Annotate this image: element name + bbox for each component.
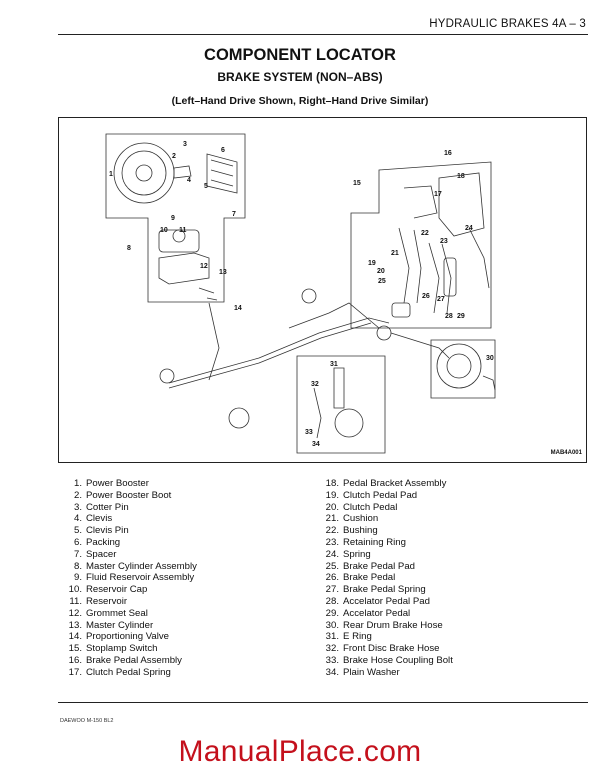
legend-item: 9.Fluid Reservoir Assembly xyxy=(73,572,195,584)
callout-3: 3 xyxy=(183,141,187,148)
legend-item: 10.Reservoir Cap xyxy=(68,584,148,596)
callout-10: 10 xyxy=(160,227,168,234)
page-subtitle: BRAKE SYSTEM (NON–ABS) xyxy=(217,70,383,84)
legend-item: 26.Brake Pedal xyxy=(325,572,396,584)
legend-item: 18.Pedal Bracket Assembly xyxy=(325,478,447,489)
callout-1: 1 xyxy=(109,171,113,178)
legend-item: 29.Accelator Pedal xyxy=(325,607,411,619)
legend-item: 20.Clutch Pedal xyxy=(325,501,398,513)
callout-2: 2 xyxy=(172,153,176,160)
callout-12: 12 xyxy=(200,263,208,270)
header-title: HYDRAULIC BRAKES 4A – 3 xyxy=(429,18,586,30)
front-strut-panel-outline xyxy=(296,355,386,454)
legend-item: 13.Master Cylinder xyxy=(68,619,154,631)
legend-item: 27.Brake Pedal Spring xyxy=(325,584,426,596)
component-diagram: 1 2 3 4 5 6 7 8 9 10 11 12 13 14 15 16 1… xyxy=(58,117,587,463)
legend-item: 32.Front Disc Brake Hose xyxy=(325,643,440,655)
page-note: (Left–Hand Drive Shown, Right–Hand Drive… xyxy=(171,95,429,107)
callout-32: 32 xyxy=(311,381,319,388)
legend-item: 14.Proportioning Valve xyxy=(68,631,170,643)
front-strut-drawing xyxy=(333,367,345,409)
legend-item: 16.Brake Pedal Assembly xyxy=(68,654,182,666)
legend-item: 4.Clevis xyxy=(73,513,113,525)
callout-26: 26 xyxy=(422,293,430,300)
legend-item: 25.Brake Pedal Pad xyxy=(325,560,415,572)
legend-item: 8.Master Cylinder Assembly xyxy=(73,560,197,572)
callout-6: 6 xyxy=(221,147,225,154)
callout-28: 28 xyxy=(445,313,453,320)
callout-34: 34 xyxy=(312,441,320,448)
legend-item: 12.Grommet Seal xyxy=(68,607,148,619)
callout-19: 19 xyxy=(368,260,376,267)
legend-item: 6.Packing xyxy=(73,536,121,548)
callout-7: 7 xyxy=(232,211,236,218)
callout-11: 11 xyxy=(179,227,187,234)
header-rule xyxy=(58,34,588,35)
legend-item: 22.Bushing xyxy=(325,525,378,537)
callout-9: 9 xyxy=(171,215,175,222)
legend-item: 3.Cotter Pin xyxy=(73,501,129,513)
legend-item: 11.Reservoir xyxy=(69,595,128,607)
callout-17: 17 xyxy=(434,191,442,198)
legend-item: 23.Retaining Ring xyxy=(325,536,406,548)
legend-right-column: 18.Pedal Bracket Assembly 19.Clutch Peda… xyxy=(321,478,581,679)
watermark-link[interactable]: ManualPlace.com xyxy=(178,735,422,768)
legend-item: 17.Clutch Pedal Spring xyxy=(68,666,171,678)
callout-22: 22 xyxy=(421,230,429,237)
legend-item: 21.Cushion xyxy=(325,513,379,525)
callout-13: 13 xyxy=(219,269,227,276)
callout-20: 20 xyxy=(377,268,385,275)
legend-item: 34.Plain Washer xyxy=(325,666,400,678)
legend-item: 1.Power Booster xyxy=(73,478,149,489)
legend-item: 7.Spacer xyxy=(73,548,117,560)
legend-item: 5.Clevis Pin xyxy=(73,525,129,537)
legend-item: 24.Spring xyxy=(325,548,371,560)
figure-code: MAB4A001 xyxy=(550,450,582,456)
legend-item: 33.Brake Hose Coupling Bolt xyxy=(325,654,453,666)
master-cylinder-drawing xyxy=(158,252,210,285)
brake-system-illustration: 1 2 3 4 5 6 7 8 9 10 11 12 13 14 15 16 1… xyxy=(105,133,496,454)
callout-21: 21 xyxy=(391,250,399,257)
pedal-bracket-drawing xyxy=(438,172,485,237)
legend-item: 15.Stoplamp Switch xyxy=(68,643,158,655)
rear-drum-panel-outline xyxy=(430,339,496,399)
callout-31: 31 xyxy=(330,361,338,368)
callout-14: 14 xyxy=(234,305,242,312)
brake-lines-drawing xyxy=(168,317,390,384)
callout-8: 8 xyxy=(127,245,131,252)
callout-30: 30 xyxy=(486,355,494,362)
legend-item: 28.Accelator Pedal Pad xyxy=(325,595,430,607)
callout-15: 15 xyxy=(353,180,361,187)
callout-33: 33 xyxy=(305,429,313,436)
callout-4: 4 xyxy=(187,177,191,184)
legend-item: 31.E Ring xyxy=(325,631,372,643)
legend-item: 2.Power Booster Boot xyxy=(73,489,172,501)
legend-left-column: 1.Power Booster 2.Power Booster Boot 3.C… xyxy=(64,478,304,679)
callout-29: 29 xyxy=(457,313,465,320)
callout-18: 18 xyxy=(457,173,465,180)
legend-item: 19.Clutch Pedal Pad xyxy=(325,489,418,501)
callout-25: 25 xyxy=(378,278,386,285)
rear-drum-drawing xyxy=(436,343,482,389)
footer-doc-code: DAEWOO M-150 BL2 xyxy=(60,718,114,724)
power-booster-drawing xyxy=(113,142,175,204)
callout-16: 16 xyxy=(444,150,452,157)
callout-5: 5 xyxy=(204,183,208,190)
callout-24: 24 xyxy=(465,225,473,232)
booster-panel-outline xyxy=(105,133,246,303)
legend-item: 30.Rear Drum Brake Hose xyxy=(325,619,443,631)
callout-27: 27 xyxy=(437,296,445,303)
footer-rule xyxy=(58,702,588,703)
callout-23: 23 xyxy=(440,238,448,245)
page-title: COMPONENT LOCATOR xyxy=(204,46,396,64)
pedal-panel-outline xyxy=(350,161,492,329)
